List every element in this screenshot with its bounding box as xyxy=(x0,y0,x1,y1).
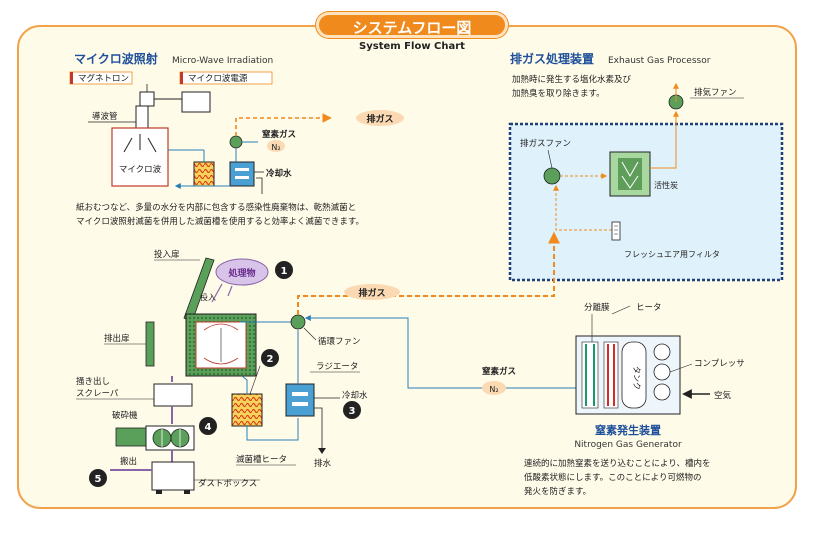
magnetron-box xyxy=(139,91,155,107)
step-1-label: 1 xyxy=(281,266,288,277)
processor-title-en: Exhaust Gas Processor xyxy=(608,56,711,66)
generator-description-2: 低酸素状態にします。このことにより可燃物の xyxy=(524,472,701,483)
step-5-label: 5 xyxy=(95,474,102,485)
membrane-label: 分離膜 xyxy=(584,302,610,313)
input-label: 投入 xyxy=(200,292,216,302)
power-supply-box xyxy=(181,91,211,113)
scraper-box xyxy=(153,383,193,407)
mw-heater xyxy=(193,161,215,187)
processor-title: 排ガス処理装置 xyxy=(510,51,594,66)
heater-label: 滅菌槽ヒータ xyxy=(236,454,287,465)
sterilizer-heater xyxy=(231,393,263,427)
scraper-label-1: 掻き出し xyxy=(76,376,110,387)
waveguide-label: 導波管 xyxy=(92,111,118,122)
step-3-label: 3 xyxy=(349,406,356,417)
tank-shape xyxy=(621,341,647,409)
main-n2-label: N₂ xyxy=(489,385,498,394)
generator-description-1: 連続的に加熱窒素を送り込むことにより、槽内を xyxy=(524,458,711,469)
magnetron-label: マグネトロン xyxy=(78,73,129,84)
mw-n2-label: N₂ xyxy=(271,143,280,152)
waste-label: 処理物 xyxy=(227,267,255,279)
microwave-title: マイクロ波照射 xyxy=(74,51,158,66)
discharge-door-label: 排出扉 xyxy=(104,333,130,344)
header-subtitle: System Flow Chart xyxy=(359,41,465,52)
processor-description-2: 加熱臭を取り除きます。 xyxy=(512,88,605,99)
generator-heater-label: ヒータ xyxy=(636,303,662,313)
dust-box xyxy=(151,461,195,491)
crusher-label: 破砕機 xyxy=(112,410,138,421)
microwave-title-en: Micro-Wave Irradiation xyxy=(172,56,273,66)
processor-description-1: 加熱時に発生する塩化水素及び xyxy=(512,74,632,85)
tank-label: タンク xyxy=(632,366,641,390)
header-title: システムフロー図 xyxy=(316,12,508,38)
step-3-marker xyxy=(343,401,361,419)
mw-radiator xyxy=(229,161,255,187)
fresh-air-filter-label: フレッシュエア用フィルタ xyxy=(624,250,720,259)
circulation-fan-label: 循環ファン xyxy=(318,336,361,347)
scraper-label-2: スクレーパ xyxy=(76,389,119,399)
chamber-label: マイクロ波 xyxy=(119,164,162,175)
mw-cooling-water-label: 冷却水 xyxy=(266,168,292,179)
discharge-door xyxy=(145,321,155,367)
mw-description-2: マイクロ波照射滅菌を併用した滅菌槽を使用すると効率よく滅菌できます。 xyxy=(76,216,364,227)
waste-cloud xyxy=(215,258,269,286)
step-4-marker xyxy=(199,417,217,435)
step-5-marker xyxy=(89,469,107,487)
mw-nitrogen-label: 窒素ガス xyxy=(262,129,296,140)
air-label: 空気 xyxy=(714,390,732,401)
gas-fan-icon xyxy=(543,167,561,185)
mw-description-1: 紙おむつなど、多量の水分を内部に包含する感染性廃棄物は、乾熱滅菌と xyxy=(76,202,356,213)
input-door-label: 投入扉 xyxy=(154,249,180,260)
exhaust-fan-label: 排気ファン xyxy=(694,87,737,98)
main-cooling-water-label: 冷却水 xyxy=(342,390,368,401)
mw-fan-icon xyxy=(229,135,243,149)
generator-title-en: Nitrogen Gas Generator xyxy=(574,440,682,450)
drain-label: 排水 xyxy=(314,458,332,469)
main-exhaust-label: 排ガス xyxy=(358,287,385,299)
fresh-air-filter-box xyxy=(611,221,621,241)
mw-exhaust-label: 排ガス xyxy=(366,113,393,125)
radiator-label: ラジエータ xyxy=(316,362,358,372)
step-4-label: 4 xyxy=(205,422,212,433)
circulation-fan-icon xyxy=(290,314,306,330)
carry-out-label: 搬出 xyxy=(120,456,137,467)
step-2-marker xyxy=(261,349,279,367)
generator-description-3: 発火を防ぎます。 xyxy=(524,486,591,497)
power-supply-label: マイクロ波電源 xyxy=(188,73,248,84)
step-1-marker xyxy=(275,261,293,279)
generator-title: 窒素発生装置 xyxy=(595,423,661,437)
activated-carbon-label: 活性炭 xyxy=(654,180,678,190)
gas-fan-label: 排ガスファン xyxy=(520,138,571,149)
processor-box xyxy=(508,122,784,282)
step-2-label: 2 xyxy=(267,354,274,365)
dust-box-label: ダストボックス xyxy=(198,478,257,489)
main-nitrogen-label: 窒素ガス xyxy=(482,366,516,377)
compressor-label: コンプレッサ xyxy=(694,359,745,369)
main-radiator xyxy=(285,383,315,417)
